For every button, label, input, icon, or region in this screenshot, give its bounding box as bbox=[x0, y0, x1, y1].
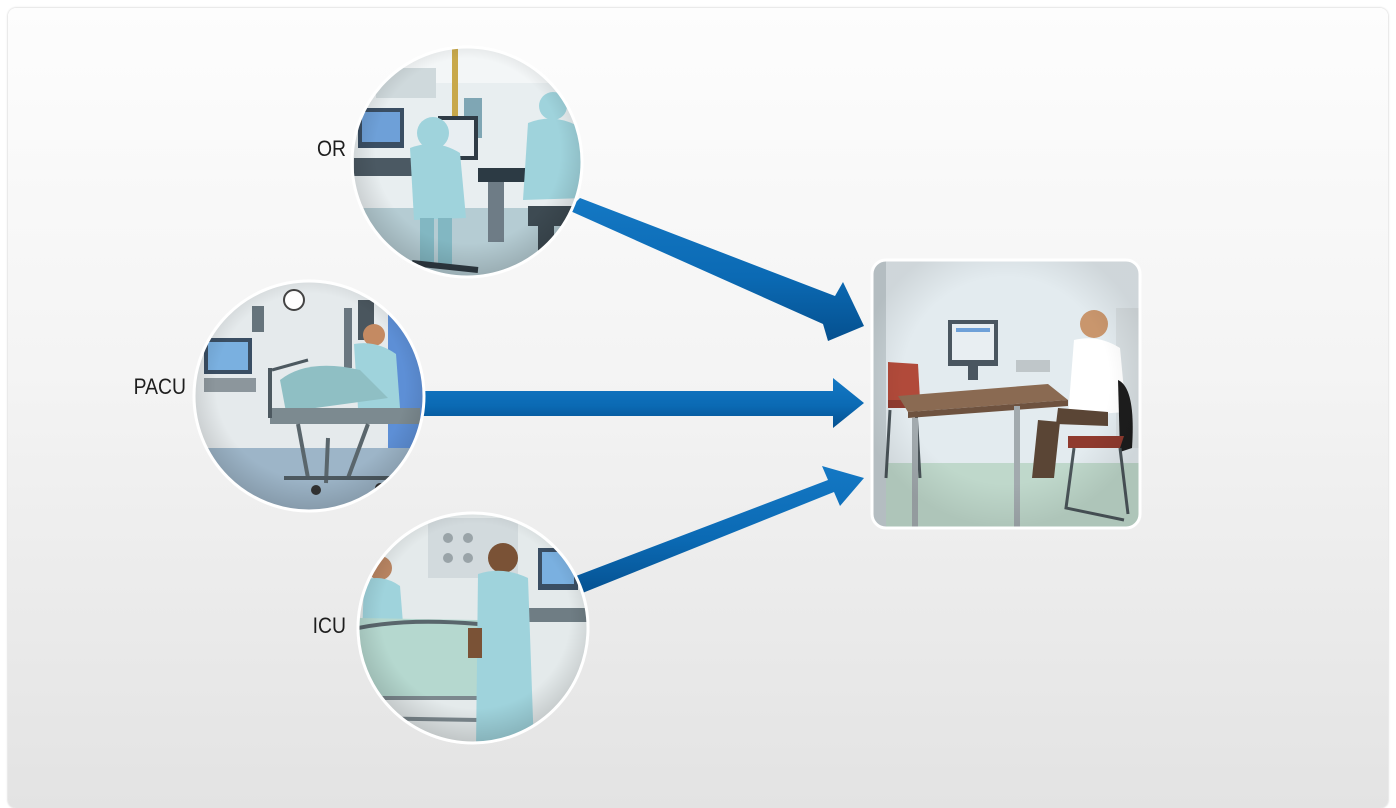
diagram-canvas bbox=[192, 45, 1142, 745]
arrow-pacu-to-office bbox=[416, 378, 864, 428]
icu-label: ICU bbox=[312, 613, 346, 638]
arrow-or-to-office bbox=[568, 198, 864, 341]
pacu-label: PACU bbox=[133, 374, 186, 399]
or-scene-image bbox=[350, 45, 584, 279]
or-label: OR bbox=[316, 136, 346, 161]
icu-scene-image bbox=[356, 511, 590, 745]
pacu-scene-image bbox=[192, 279, 426, 513]
diagram-panel: OR PACU ICU bbox=[8, 8, 1388, 808]
arrow-icu-to-office bbox=[570, 466, 864, 598]
office-scene-image bbox=[870, 258, 1142, 530]
